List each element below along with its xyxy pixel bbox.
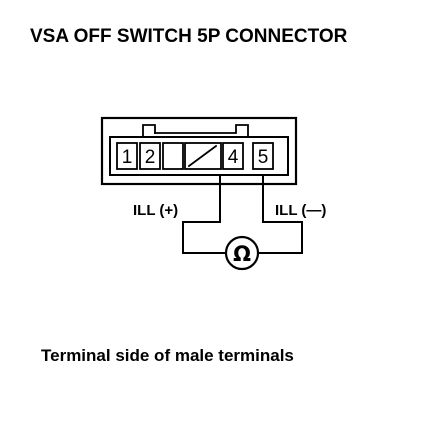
lead-ill-minus [257, 174, 303, 254]
label-ill-plus: ILL (+) [133, 202, 178, 219]
ohmmeter-icon: Ω [224, 235, 260, 271]
terminal-blank [184, 142, 222, 170]
diagram-title: VSA OFF SWITCH 5P CONNECTOR [30, 26, 348, 47]
terminal-4 [222, 142, 244, 170]
terminal-1 [116, 142, 138, 170]
lead-ill-plus [182, 174, 227, 254]
blank-terminal-slash [187, 144, 218, 168]
pin-label-2: 2 [145, 147, 156, 168]
ohm-symbol: Ω [233, 242, 251, 266]
pin-label-5: 5 [258, 147, 269, 168]
label-ill-minus: ILL (—) [275, 202, 326, 219]
pin-label-1: 1 [122, 147, 133, 168]
test-lead-wires [182, 174, 303, 254]
terminal-2 [139, 142, 161, 170]
connector-housing [100, 116, 298, 186]
pin-label-4: 4 [228, 147, 239, 168]
terminal-3 [162, 142, 184, 170]
caption-terminal-side: Terminal side of male terminals [41, 346, 294, 365]
terminal-row: 1 2 4 5 [116, 142, 274, 170]
terminal-5 [252, 142, 274, 170]
